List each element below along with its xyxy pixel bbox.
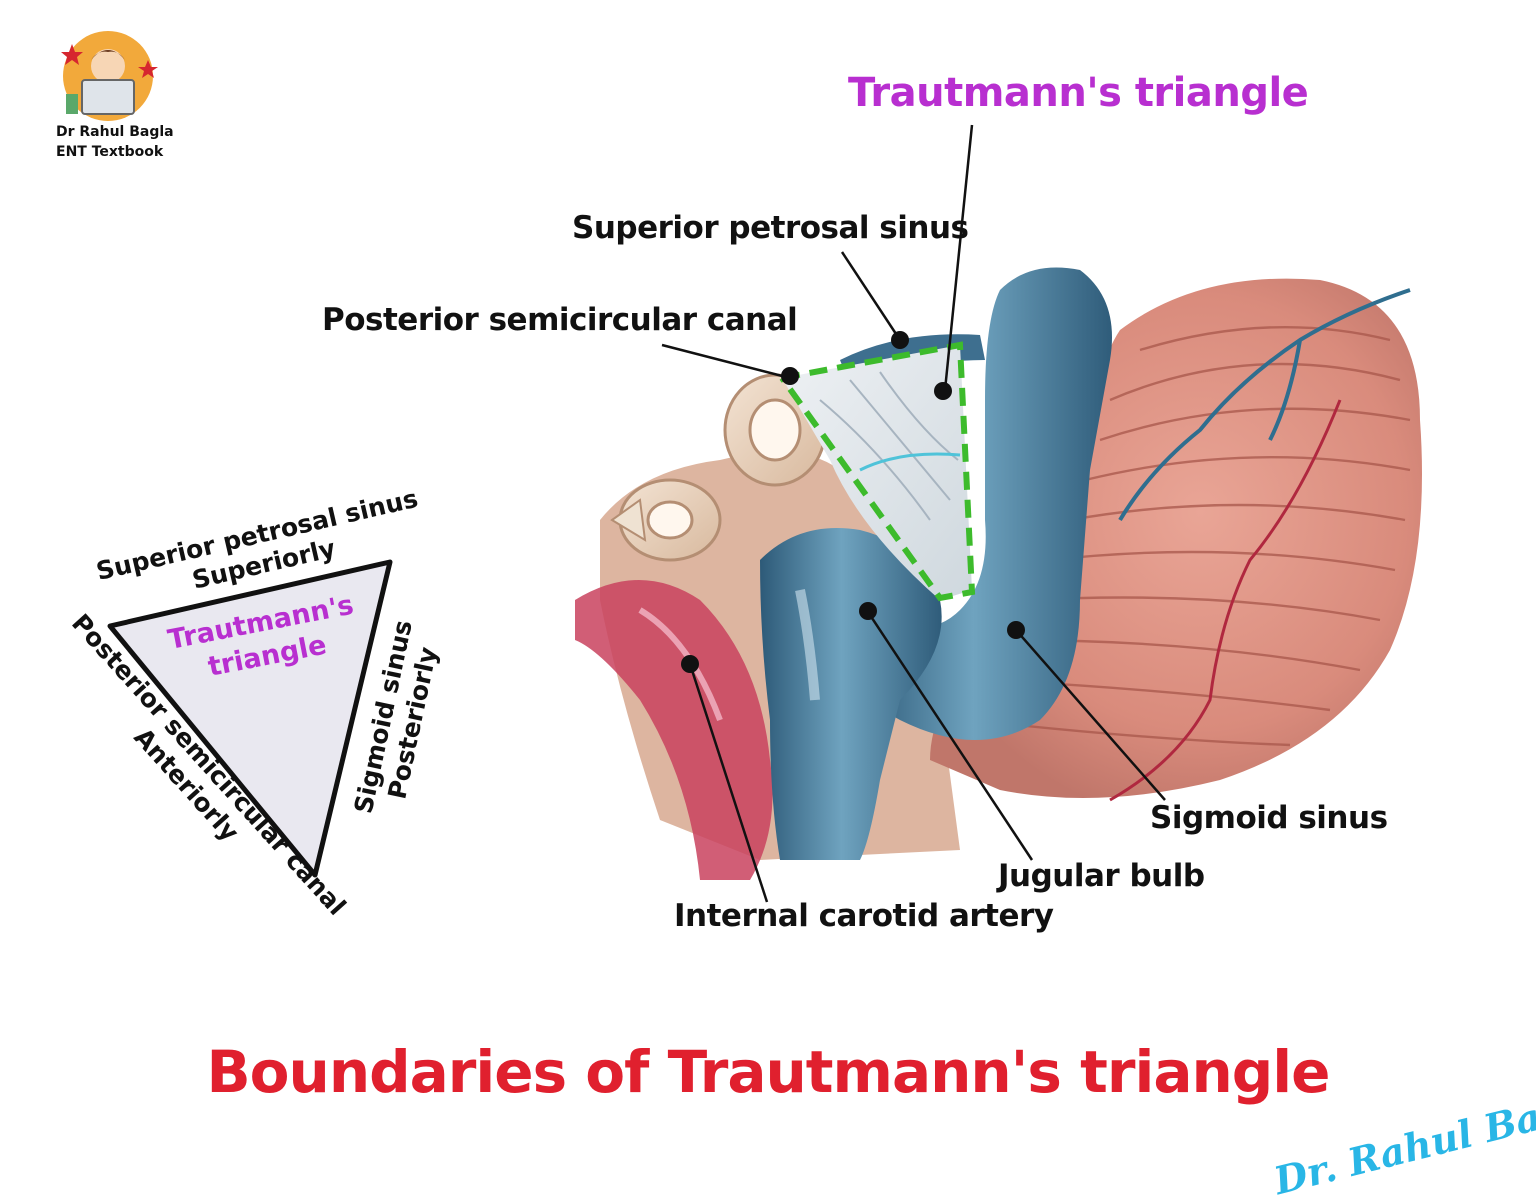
jugular-bulb-vessel — [760, 528, 942, 860]
trautmann-triangle-outline — [779, 341, 976, 602]
leader-dots — [681, 331, 1025, 673]
internal-carotid-artery-label: Internal carotid artery — [674, 898, 1054, 934]
sigmoid-sinus-label: Sigmoid sinus — [1150, 800, 1388, 836]
jugular-bulb-label: Jugular bulb — [998, 858, 1205, 894]
trautmann-triangle-region — [779, 341, 976, 602]
logo-name: Dr Rahul Bagla — [56, 124, 174, 140]
logo-book: ENT Textbook — [56, 144, 164, 160]
schematic-triangle — [107, 559, 393, 878]
superior-petrosal-sinus-label: Superior petrosal sinus — [572, 210, 969, 246]
posterior-semicircular-canal-label: Posterior semicircular canal — [322, 302, 798, 338]
leader-lines — [661, 124, 1166, 903]
logo-avatar — [61, 31, 158, 121]
anatomy-illustration — [61, 31, 1422, 903]
logo-block: Dr Rahul Bagla ENT Textbook — [56, 122, 174, 162]
trautmann-triangle-title: Trautmann's triangle — [848, 70, 1309, 116]
main-title: Boundaries of Trautmann's triangle — [206, 1038, 1330, 1106]
